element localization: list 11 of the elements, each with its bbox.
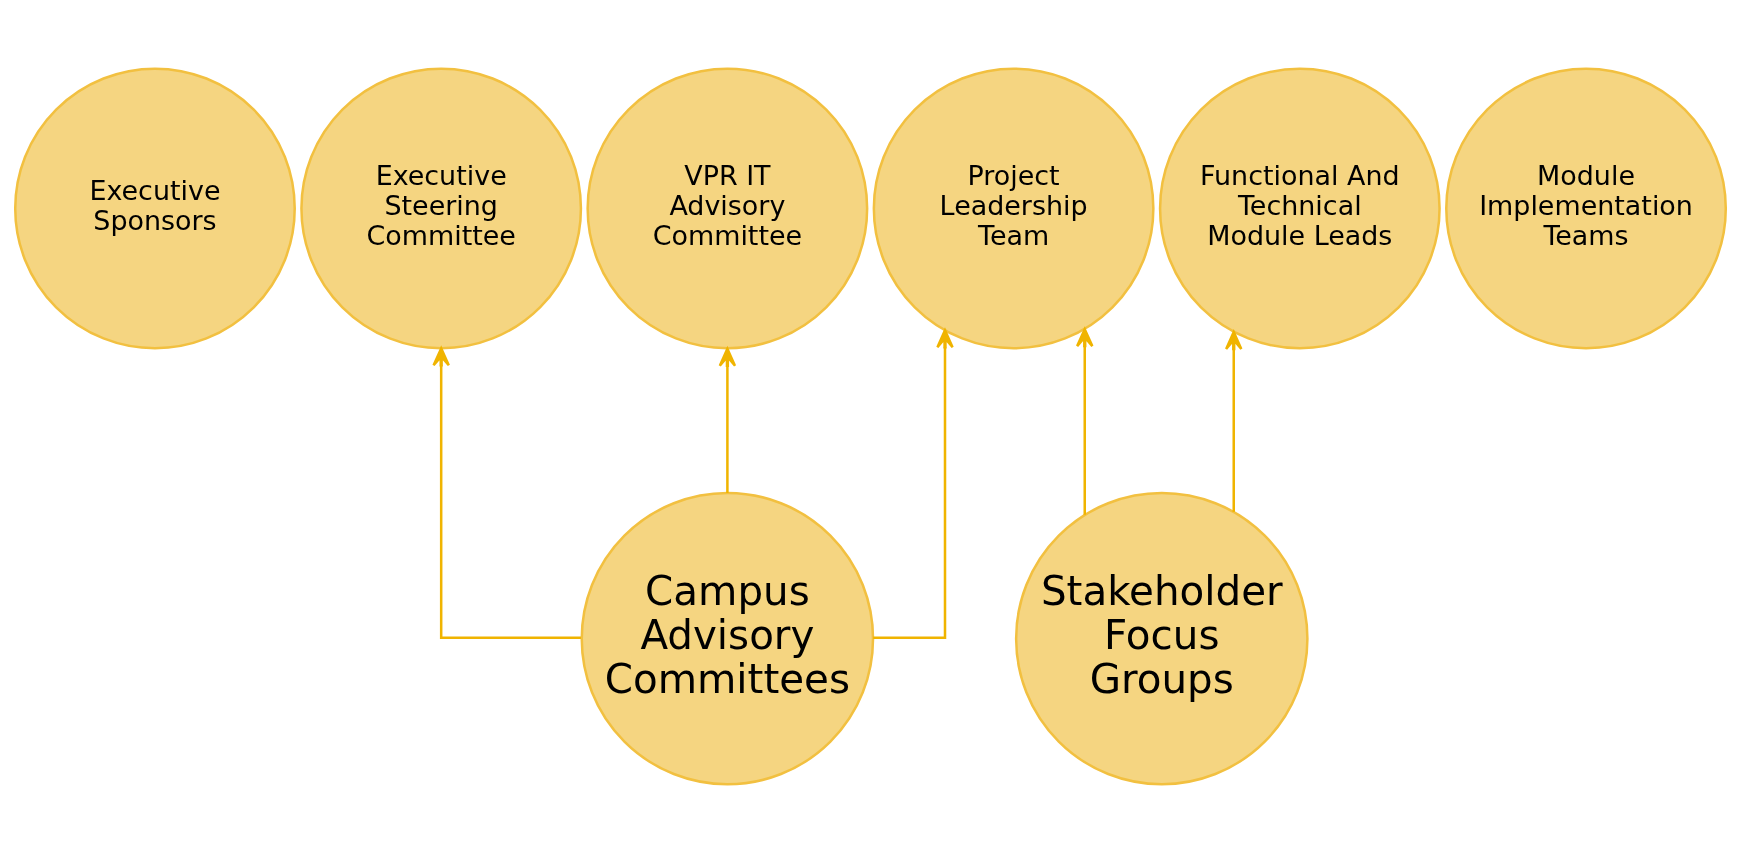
node-circle: VPR IT Advisory Committee	[586, 67, 869, 350]
node-circle: Executive Steering Committee	[300, 67, 583, 350]
arrow	[432, 347, 581, 640]
node-circle: Campus Advisory Committees	[580, 491, 875, 786]
node-circle: Stakeholder Focus Groups	[1014, 491, 1309, 786]
arrow	[1224, 330, 1243, 512]
arrow	[873, 329, 954, 640]
arrow	[1075, 327, 1094, 515]
arrow	[718, 347, 737, 493]
node-circle: Module Implementation Teams	[1445, 67, 1728, 350]
node-circle: Executive Sponsors	[13, 67, 296, 350]
